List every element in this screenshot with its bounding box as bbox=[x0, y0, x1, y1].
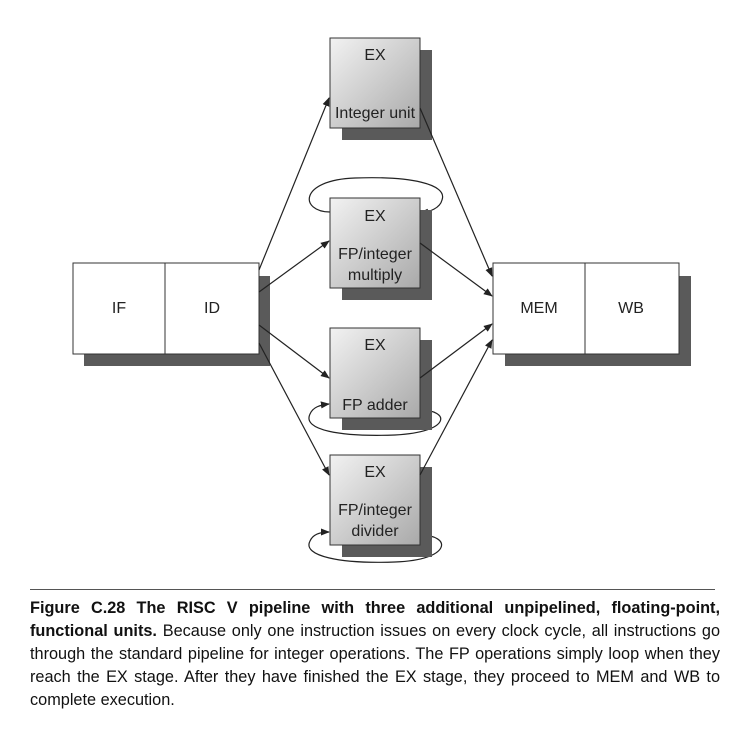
figure-title: The RISC V pipeline with three additiona… bbox=[30, 599, 720, 640]
fp-divider-label-2: divider bbox=[351, 523, 399, 540]
fp-divider-label-1: FP/integer bbox=[338, 502, 412, 519]
pipeline-diagram: IF ID MEM WB EX Integer unit EX FP/integ… bbox=[72, 37, 691, 563]
fp-multiply-label-2: multiply bbox=[348, 267, 402, 284]
fp-adder-box bbox=[329, 327, 421, 419]
mem-label: MEM bbox=[520, 300, 557, 317]
integer-unit-box bbox=[329, 37, 421, 129]
fp-adder-loop bbox=[308, 401, 442, 436]
arrow-integer-to-mem bbox=[419, 107, 493, 277]
fp-multiply-unit: EX FP/integer multiply bbox=[308, 177, 444, 300]
figure-label: Figure C.28 bbox=[30, 599, 126, 617]
fp-multiply-label-1: FP/integer bbox=[338, 246, 412, 263]
figure-body: Because only one instruction issues on e… bbox=[30, 622, 721, 709]
issue-arrows bbox=[258, 97, 330, 476]
arrow-divider-to-mem bbox=[419, 339, 493, 476]
integer-unit-ex-label: EX bbox=[364, 47, 386, 64]
fp-divider-loop bbox=[308, 528, 443, 563]
fp-adder-unit: EX FP adder bbox=[308, 327, 442, 436]
integer-unit-label: Integer unit bbox=[335, 105, 416, 122]
fp-divider-unit: EX FP/integer divider bbox=[308, 454, 443, 563]
arrow-multiply-to-mem bbox=[419, 242, 493, 297]
mem-wb-stage: MEM WB bbox=[492, 262, 691, 366]
fp-multiply-loop bbox=[308, 177, 444, 216]
wb-label: WB bbox=[618, 300, 644, 317]
fp-divider-ex-label: EX bbox=[364, 464, 386, 481]
fp-multiply-ex-label: EX bbox=[364, 208, 386, 225]
if-id-box bbox=[72, 262, 260, 355]
arrow-id-to-integer bbox=[258, 97, 330, 271]
fp-divider-box bbox=[329, 454, 421, 546]
arrow-adder-to-mem bbox=[419, 323, 493, 379]
integer-unit: EX Integer unit bbox=[329, 37, 432, 140]
if-label: IF bbox=[112, 300, 126, 317]
fp-multiply-box bbox=[329, 197, 421, 289]
figure-caption: Figure C.28 The RISC V pipeline with thr… bbox=[30, 597, 720, 712]
caption-divider bbox=[30, 589, 715, 590]
fp-adder-ex-label: EX bbox=[364, 337, 386, 354]
fp-adder-label: FP adder bbox=[342, 397, 408, 414]
arrow-id-to-multiply bbox=[258, 240, 330, 293]
if-id-stage: IF ID bbox=[72, 262, 270, 366]
mem-wb-box bbox=[492, 262, 680, 355]
arrow-id-to-divider bbox=[258, 342, 330, 476]
id-label: ID bbox=[204, 300, 220, 317]
completion-arrows bbox=[419, 107, 493, 476]
arrow-id-to-adder bbox=[258, 324, 330, 379]
